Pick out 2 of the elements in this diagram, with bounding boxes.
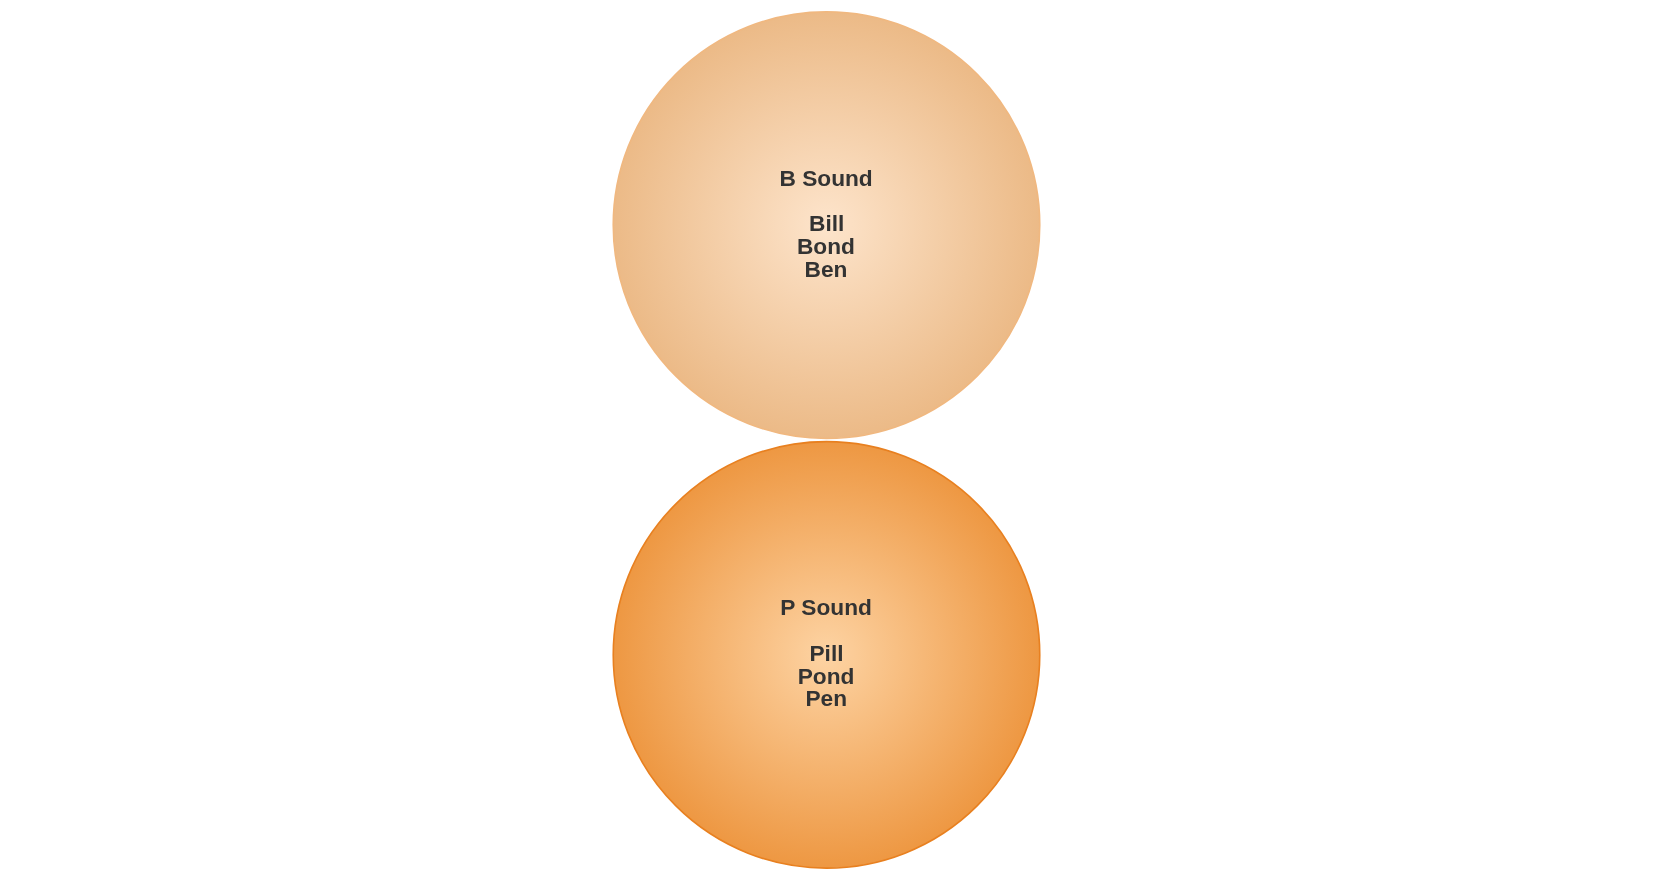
- node-circle: B Sound Bill Bond Ben: [612, 11, 1041, 440]
- node-circle: P Sound Pill Pond Pen: [612, 440, 1041, 869]
